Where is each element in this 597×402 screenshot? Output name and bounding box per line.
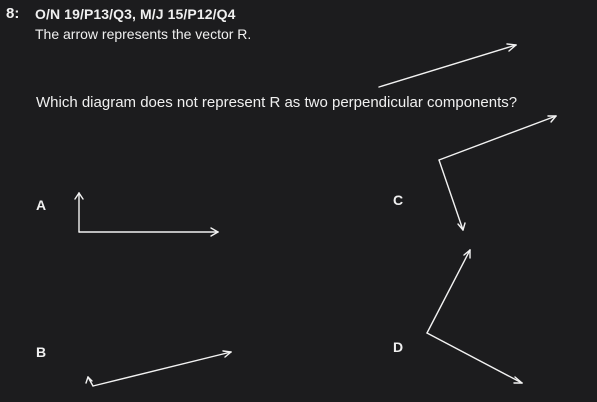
option-b-short-arrow — [85, 376, 94, 387]
vector-r-arrow — [378, 43, 517, 88]
question-prompt: Which diagram does not represent R as tw… — [36, 94, 518, 111]
question-stem: The arrow represents the vector R. — [35, 26, 252, 42]
option-a-vertical-arrow — [74, 192, 84, 233]
option-c-long-arrow — [438, 115, 557, 161]
question-number: 8: — [6, 5, 20, 22]
option-b-diagram[interactable] — [85, 350, 232, 387]
option-a-diagram[interactable] — [74, 192, 219, 237]
option-d-downward-arrow — [426, 332, 523, 384]
option-a-label[interactable]: A — [36, 197, 47, 213]
past-paper-reference: O/N 19/P13/Q3, M/J 15/P12/Q4 — [35, 6, 236, 22]
option-a-horizontal-arrow — [78, 227, 219, 237]
option-d-label[interactable]: D — [393, 339, 404, 355]
option-c-label[interactable]: C — [393, 192, 404, 208]
option-c-diagram[interactable] — [438, 115, 557, 231]
option-d-diagram[interactable] — [426, 249, 523, 384]
option-b-label[interactable]: B — [36, 344, 47, 360]
option-b-long-arrow — [92, 350, 232, 387]
option-c-short-arrow — [438, 159, 466, 231]
option-d-upward-arrow — [426, 249, 471, 334]
